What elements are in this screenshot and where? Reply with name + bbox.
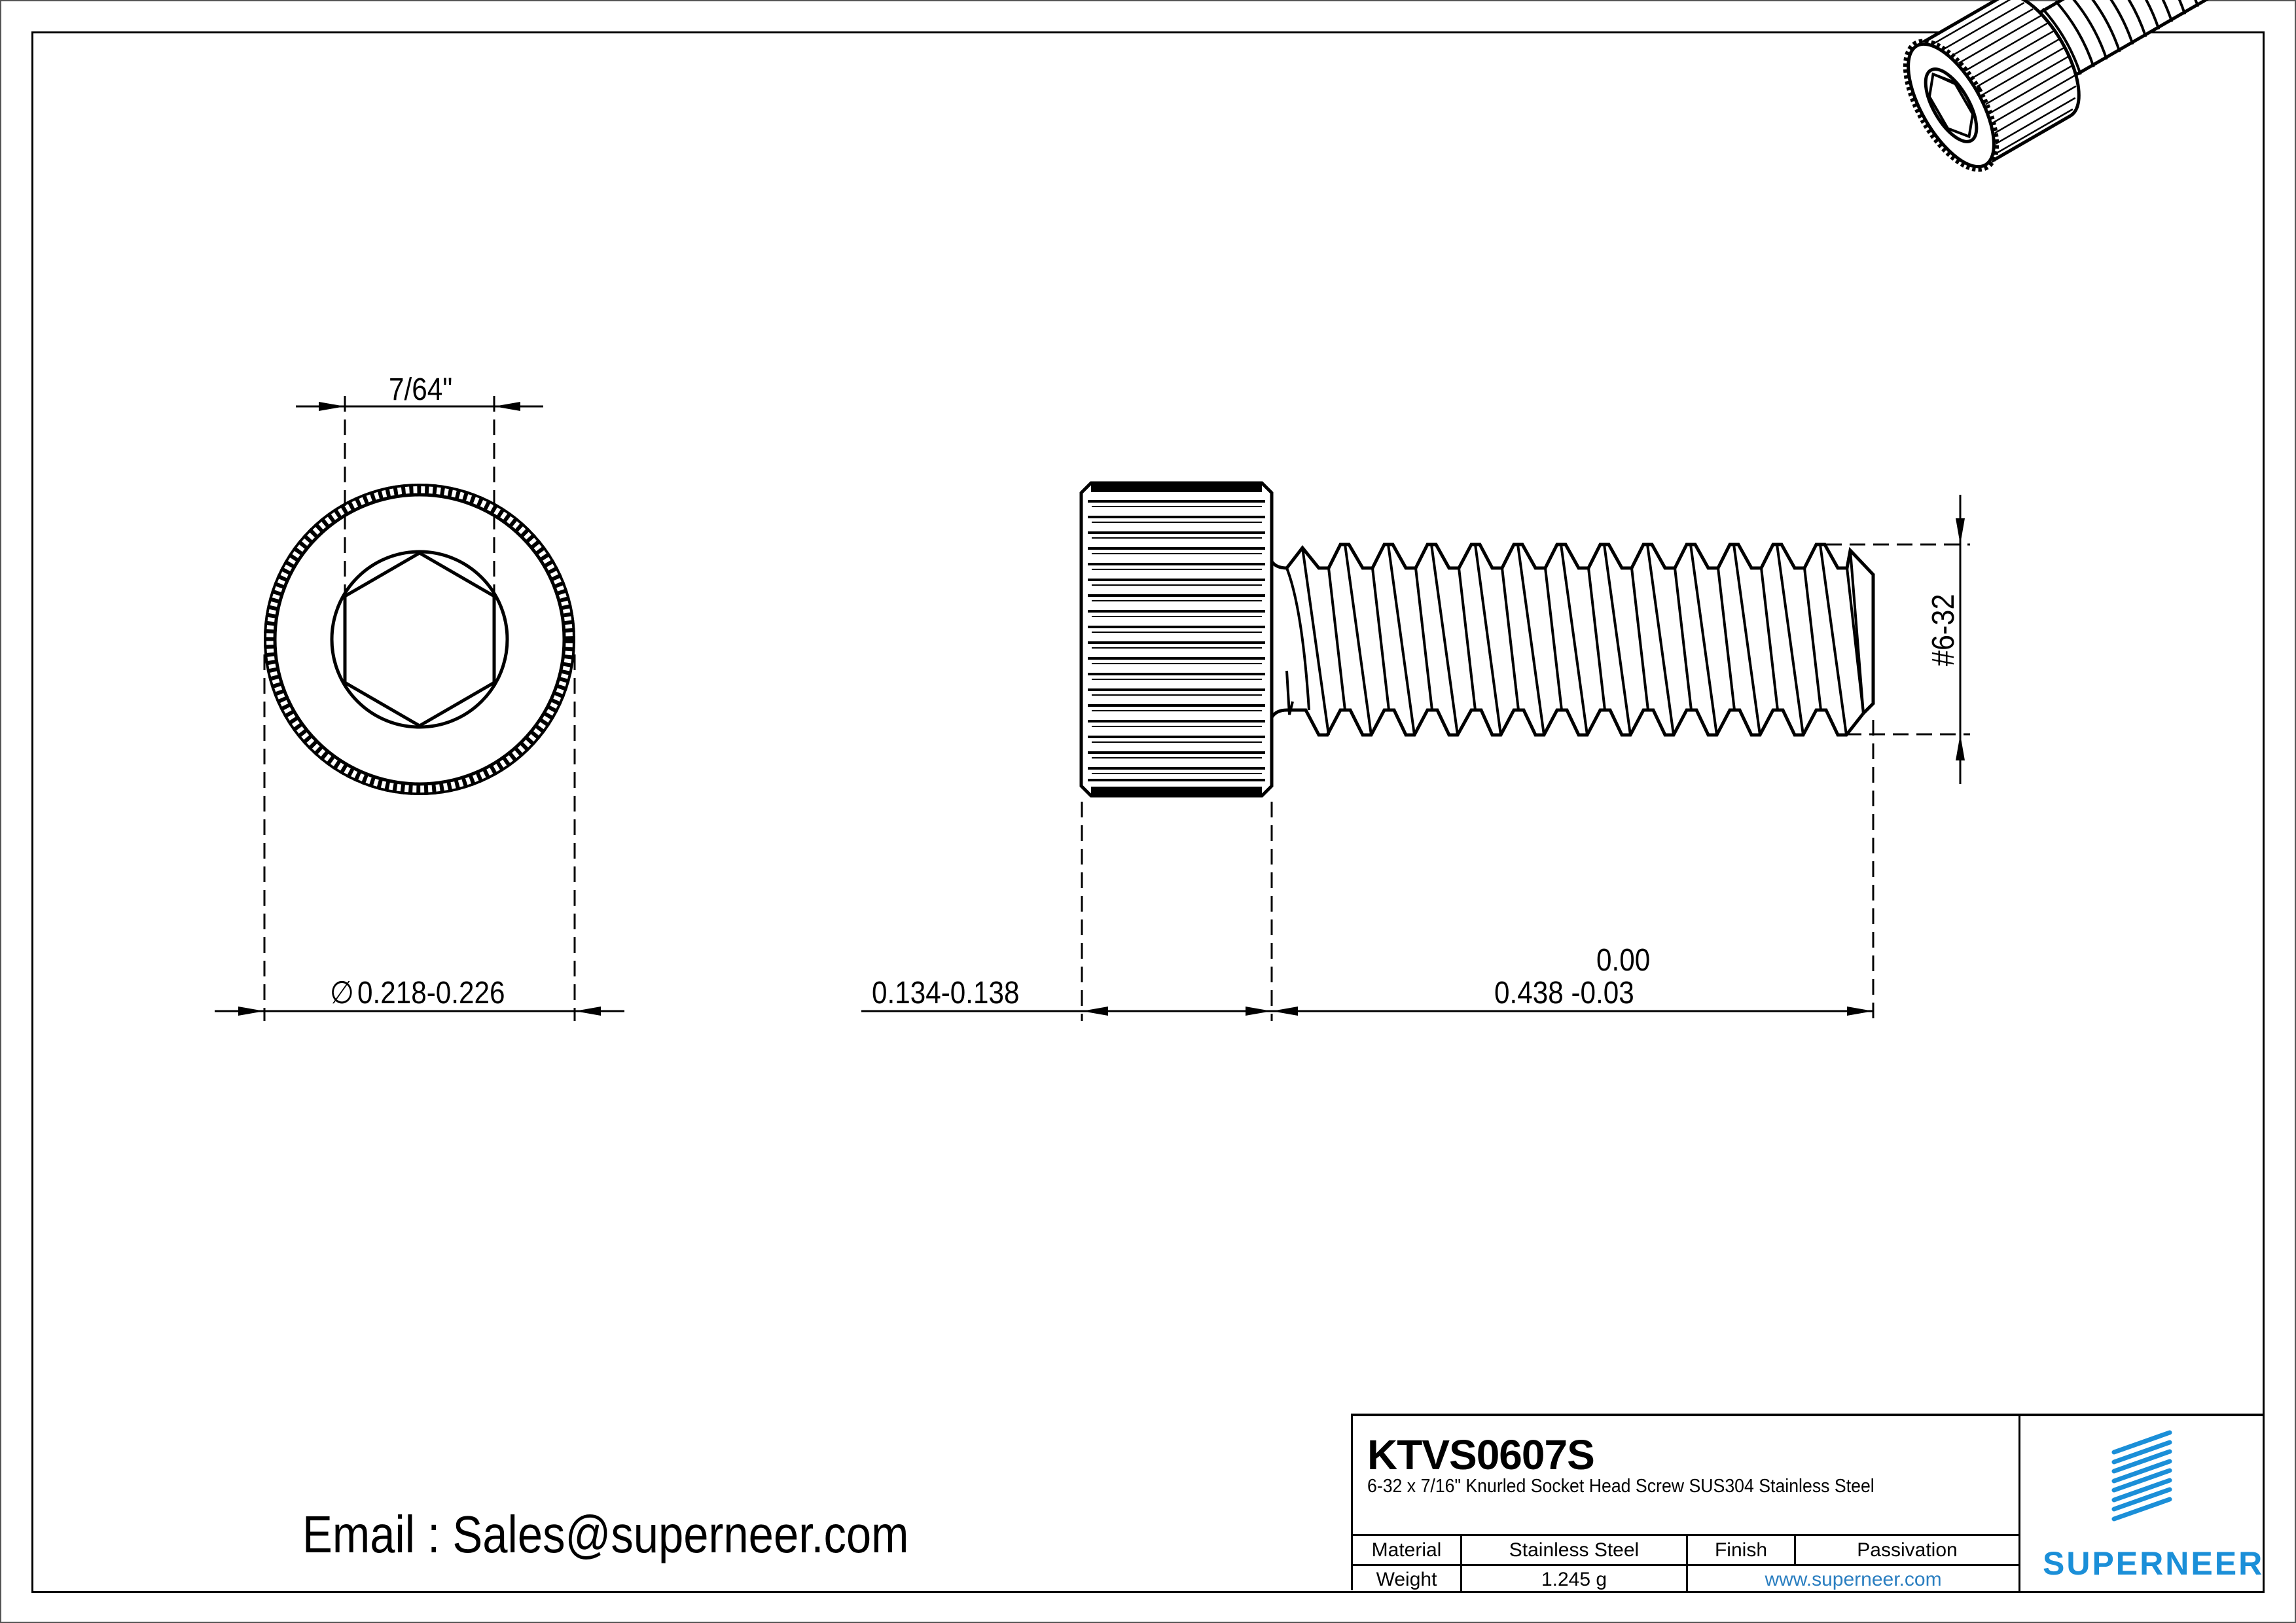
socket-size-label: 7/64" [389, 372, 453, 407]
thread-bottom-profile [1270, 708, 1865, 737]
finish-label-cell: Finish [1688, 1534, 1796, 1564]
length-label: 0.438 -0.03 [1494, 976, 1634, 1010]
head-height-label: 0.134-0.138 [872, 976, 1020, 1010]
thread-top-profile [1270, 543, 1875, 715]
knurled-head [1079, 481, 1274, 798]
properties-table: Material Stainless Steel Finish Passivat… [1353, 1534, 2020, 1593]
diameter-symbol: ∅ [330, 976, 354, 1010]
knurl-outline-icon [264, 484, 575, 795]
weight-label: Weight [1376, 1568, 1437, 1590]
weight-value-cell: 1.245 g [1462, 1564, 1688, 1593]
weight-value: 1.245 g [1541, 1568, 1607, 1590]
finish-value: Passivation [1857, 1539, 1958, 1561]
knurl-lines [1088, 500, 1265, 781]
website-cell: www.superneer.com [1688, 1564, 2020, 1593]
socket-circle [330, 550, 509, 729]
length-tolerance-upper: 0.00 [1596, 943, 1651, 978]
weight-label-cell: Weight [1353, 1564, 1462, 1593]
superneer-logo-icon [2111, 1430, 2172, 1522]
material-value: Stainless Steel [1509, 1539, 1640, 1561]
email-contact: Email : Sales@superneer.com [302, 1505, 909, 1563]
drawing-frame [31, 31, 2265, 1593]
head-face-circle [273, 493, 566, 786]
finish-value-cell: Passivation [1796, 1534, 2020, 1564]
hex-socket-icon [343, 551, 496, 728]
head-diameter-label: 0.218-0.226 [357, 976, 505, 1010]
material-value-cell: Stainless Steel [1462, 1534, 1688, 1564]
thread-spec-label: #6-32 [1926, 594, 1961, 666]
material-label-cell: Material [1353, 1534, 1462, 1564]
brand-name: SUPERNEER [2043, 1545, 2265, 1582]
part-number: KTVS0607S [1367, 1431, 1595, 1478]
title-block: KTVS0607S 6-32 x 7/16" Knurled Socket He… [1351, 1414, 2265, 1593]
finish-label: Finish [1714, 1539, 1768, 1561]
thread-helix-lines [1285, 544, 1865, 736]
side-view [861, 481, 1970, 1021]
material-label: Material [1371, 1539, 1442, 1561]
end-view [215, 396, 624, 1021]
logo-panel: SUPERNEER [2018, 1414, 2265, 1593]
part-description: 6-32 x 7/16" Knurled Socket Head Screw S… [1367, 1476, 1874, 1497]
website-link[interactable]: www.superneer.com [1765, 1568, 1942, 1590]
screw-isometric-icon [1903, 0, 2255, 172]
